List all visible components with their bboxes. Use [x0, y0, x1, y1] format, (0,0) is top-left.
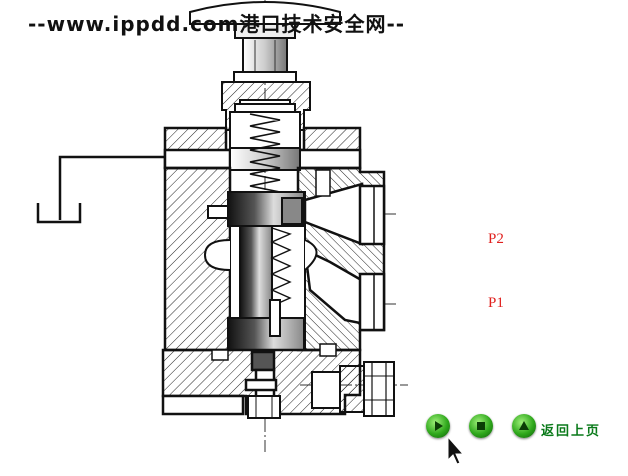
side-fitting [311, 361, 395, 417]
watermark-banner: --www.ippdd.com港口技术安全网-- [28, 12, 406, 36]
drain-symbol [36, 155, 165, 224]
port-label-p1: P1 [488, 295, 504, 311]
top-knob [189, 1, 341, 83]
lower-nozzle [247, 395, 281, 419]
back-to-previous-link[interactable]: 返回上页 [541, 424, 602, 439]
valve-body-right [296, 166, 386, 352]
valve-spool [227, 191, 305, 351]
spring [249, 113, 281, 193]
spring-housing [229, 111, 301, 171]
back-button[interactable] [512, 414, 536, 438]
play-triangle-icon [435, 421, 443, 431]
stop-button[interactable] [469, 414, 493, 438]
up-triangle-icon [519, 421, 529, 430]
play-button[interactable] [426, 414, 450, 438]
port-label-p2: P2 [488, 231, 504, 247]
stop-square-icon [477, 422, 485, 430]
mouse-cursor-icon [447, 436, 465, 465]
